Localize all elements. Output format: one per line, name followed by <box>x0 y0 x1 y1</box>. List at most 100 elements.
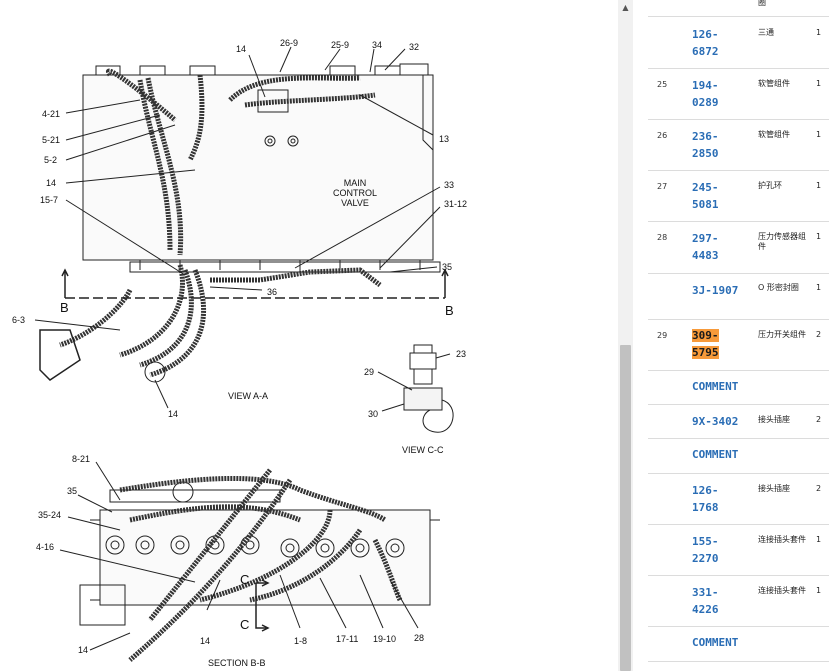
table-row: 155-2270 连接插头套件 1 <box>648 525 829 576</box>
table-row: COMMENT <box>648 371 829 405</box>
part-number-link[interactable]: 126-1768 <box>692 484 719 514</box>
part-description: 压力开关组件 <box>758 330 806 339</box>
table-row: 126-1768 接头插座 2 <box>648 474 829 525</box>
table-row: 27 245-5081 护孔环 1 <box>648 171 829 222</box>
section-marker-c-top: C <box>240 572 250 587</box>
comment-link[interactable]: COMMENT <box>692 380 739 393</box>
part-description: 软管组件 <box>758 130 790 139</box>
table-row: 3J-1907 O 形密封圈 1 <box>648 274 829 320</box>
view-a-a-title: VIEW A-A <box>228 391 269 401</box>
diagram-scrollbar[interactable]: ▲ <box>618 0 633 671</box>
callout-36: 36 <box>267 287 278 297</box>
callout-5-21: 5-21 <box>42 135 61 145</box>
part-ref-number: 29 <box>657 331 668 340</box>
part-quantity: 1 <box>816 535 822 544</box>
part-quantity: 1 <box>816 586 822 595</box>
callout-35-24: 35-24 <box>38 510 62 520</box>
callout-5-2: 5-2 <box>44 155 58 165</box>
table-row: 28 297-4483 压力传感器组件 1 <box>648 222 829 274</box>
callout-1-8: 1-8 <box>294 636 308 646</box>
part-quantity: 1 <box>816 181 822 190</box>
callout-30: 30 <box>368 409 379 419</box>
callout-23: 23 <box>456 349 467 359</box>
part-quantity: 1 <box>816 232 822 241</box>
part-description: 连接插头套件 <box>758 535 806 544</box>
part-ref-number: 28 <box>657 233 668 242</box>
callout-14: 14 <box>236 44 247 54</box>
part-quantity: 2 <box>816 484 822 493</box>
parts-diagram: 14 26-9 25-9 34 32 4-21 5-21 5-2 13 14 3… <box>12 38 468 668</box>
part-ref-number: 25 <box>657 80 668 89</box>
parts-list: 圈 126-6872 三通 1 25 194-0289 软管组件 1 26 23… <box>648 0 829 671</box>
table-row: 29 309-5795 压力开关组件 2 <box>648 320 829 371</box>
callout-31-12: 31-12 <box>444 199 468 209</box>
part-number-link-highlighted[interactable]: 309-5795 <box>692 329 719 359</box>
part-ref-number: 26 <box>657 131 668 140</box>
table-row: 9X-3402 接头插座 2 <box>648 405 829 439</box>
part-description: 三通 <box>758 28 774 37</box>
part-quantity: 2 <box>816 415 822 424</box>
callout-14: 14 <box>78 645 89 655</box>
section-marker-b-right: B <box>445 303 454 318</box>
scroll-thumb[interactable] <box>620 345 631 671</box>
callout-4-21: 4-21 <box>42 109 61 119</box>
callout-33: 33 <box>444 180 455 190</box>
callout-34: 34 <box>372 40 383 50</box>
callout-13: 13 <box>439 134 450 144</box>
part-number-link[interactable]: 3J-1907 <box>692 284 739 297</box>
callout-29: 29 <box>364 367 375 377</box>
table-row: 26 236-2850 软管组件 1 <box>648 120 829 171</box>
callout-15-7: 15-7 <box>40 195 59 205</box>
part-number-link[interactable]: 126-6872 <box>692 28 719 58</box>
part-number-link[interactable]: 9X-3402 <box>692 415 739 428</box>
callout-28: 28 <box>414 633 425 643</box>
part-description: 接头插座 <box>758 415 790 424</box>
part-ref-number: 27 <box>657 182 668 191</box>
part-description: O 形密封圈 <box>758 283 799 292</box>
callout-14: 14 <box>200 636 211 646</box>
part-number-link[interactable]: 297-4483 <box>692 232 719 262</box>
comment-link[interactable]: COMMENT <box>692 448 739 461</box>
diagram-lines <box>34 46 454 662</box>
part-quantity: 1 <box>816 28 822 37</box>
table-row: COMMENT <box>648 439 829 474</box>
table-row: 25 194-0289 软管组件 1 <box>648 69 829 120</box>
section-b-b-title: SECTION B-B <box>208 658 266 668</box>
part-number-link[interactable]: 194-0289 <box>692 79 719 109</box>
callout-14: 14 <box>168 409 179 419</box>
section-marker-c-bottom: C <box>240 617 250 632</box>
part-number-link[interactable]: 236-2850 <box>692 130 719 160</box>
view-c-c-title: VIEW C-C <box>402 445 444 455</box>
callout-25-9: 25-9 <box>331 40 350 50</box>
part-description: 压力传感器组件 <box>758 232 806 251</box>
part-quantity: 1 <box>816 283 822 292</box>
part-description: 接头插座 <box>758 484 790 493</box>
part-quantity: 2 <box>816 330 822 339</box>
callout-8-21: 8-21 <box>72 454 91 464</box>
scroll-up-arrow-icon[interactable]: ▲ <box>622 3 629 12</box>
part-description: 连接插头套件 <box>758 586 806 595</box>
part-description: 护孔环 <box>758 181 782 190</box>
part-quantity: 1 <box>816 79 822 88</box>
callout-19-10: 19-10 <box>373 634 397 644</box>
part-number-link[interactable]: 331-4226 <box>692 586 719 616</box>
callout-17-11: 17-11 <box>336 634 359 644</box>
section-marker-b-left: B <box>60 300 69 315</box>
callout-35: 35 <box>442 262 453 272</box>
comment-link[interactable]: COMMENT <box>692 636 739 649</box>
table-row: 126-6872 三通 1 <box>648 17 829 69</box>
part-description: 软管组件 <box>758 79 790 88</box>
part-number-link[interactable]: 245-5081 <box>692 181 719 211</box>
callout-32: 32 <box>409 42 420 52</box>
part-description: 圈 <box>758 0 766 7</box>
part-number-link[interactable]: 155-2270 <box>692 535 719 565</box>
valve-label: MAIN CONTROL VALVE <box>332 178 377 208</box>
part-quantity: 1 <box>816 130 822 139</box>
table-row: COMMENT <box>648 627 829 662</box>
callout-26-9: 26-9 <box>280 38 299 48</box>
table-row: 圈 <box>648 0 829 17</box>
callout-4-16: 4-16 <box>36 542 55 552</box>
table-row: 331-4226 连接插头套件 1 <box>648 576 829 627</box>
callout-6-3: 6-3 <box>12 315 26 325</box>
callout-14: 14 <box>46 178 57 188</box>
